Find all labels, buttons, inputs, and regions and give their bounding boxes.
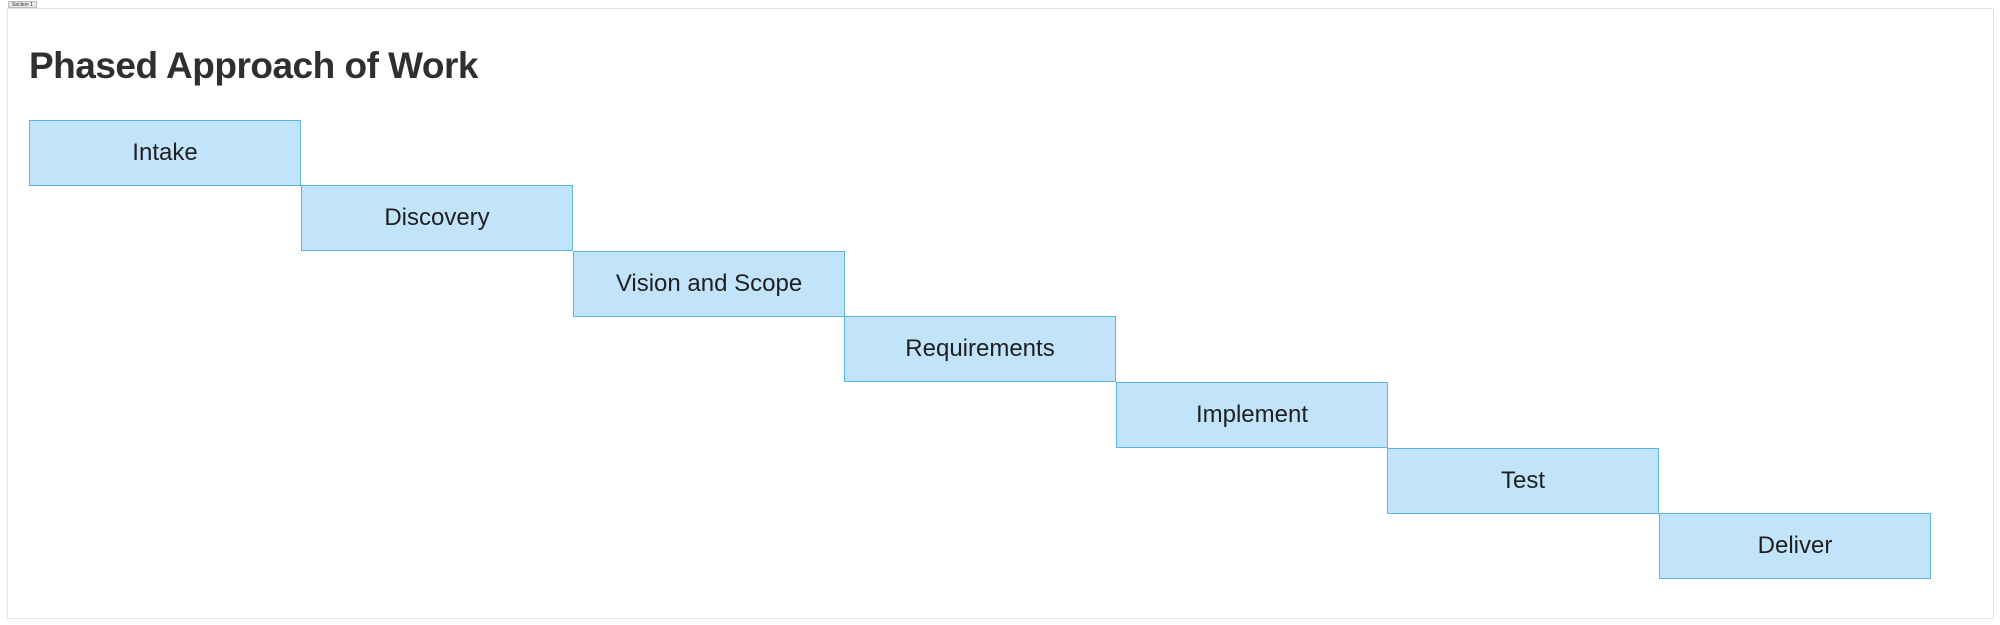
phase-label: Vision and Scope (615, 270, 803, 297)
diagram-title: Phased Approach of Work (29, 45, 479, 86)
phase-label: Test (1500, 467, 1545, 494)
phase-label: Discovery (384, 204, 490, 231)
phase-box-requirements[interactable]: Requirements (844, 316, 1116, 382)
phase-box-test[interactable]: Test (1387, 448, 1659, 514)
section-label[interactable]: Section 1 (8, 1, 37, 8)
phase-box-vision-and-scope[interactable]: Vision and Scope (573, 251, 845, 317)
phase-label: Intake (132, 139, 198, 166)
phase-label: Deliver (1757, 532, 1833, 559)
phase-box-implement[interactable]: Implement (1116, 382, 1388, 448)
phase-box-deliver[interactable]: Deliver (1659, 513, 1931, 579)
phase-box-intake[interactable]: Intake (29, 120, 301, 186)
phase-box-discovery[interactable]: Discovery (301, 185, 573, 251)
phase-label: Implement (1195, 401, 1309, 428)
phase-label: Requirements (905, 335, 1055, 362)
